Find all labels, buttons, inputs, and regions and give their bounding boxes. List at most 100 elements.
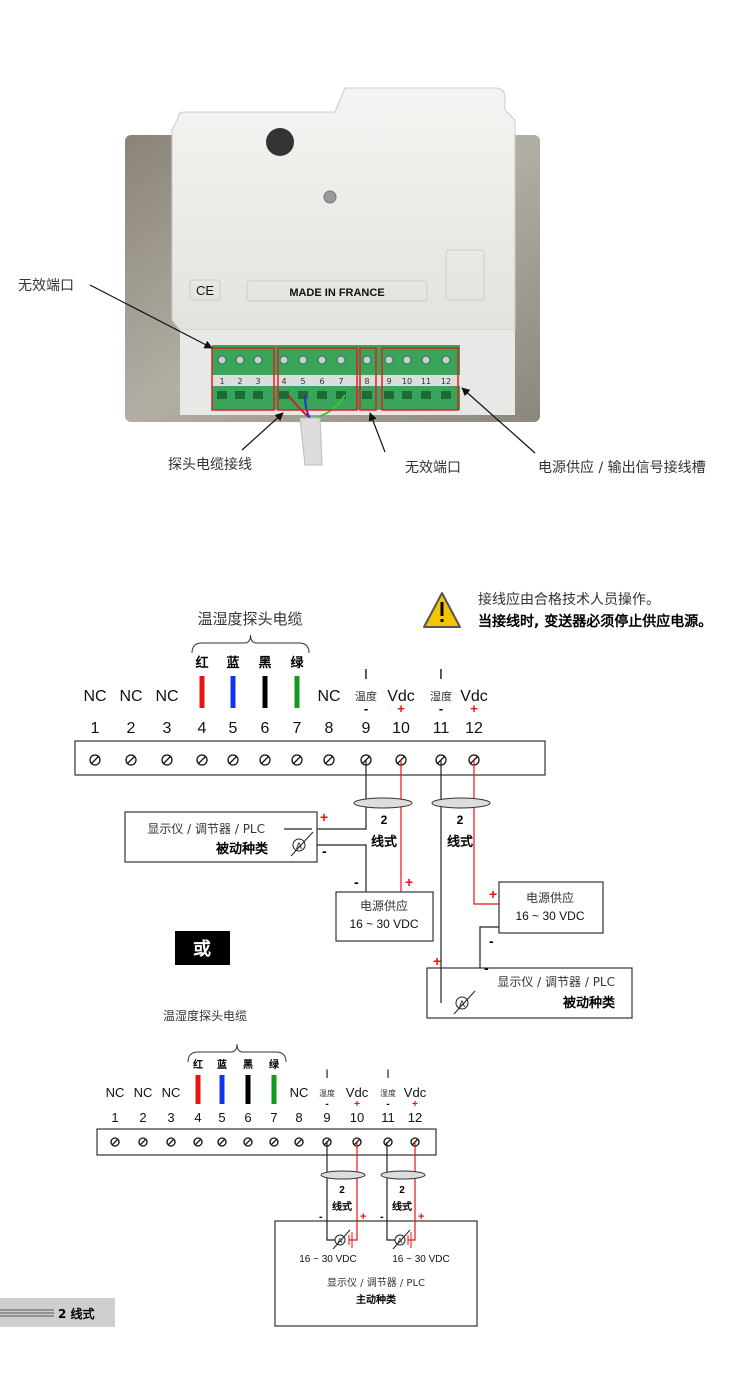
terminal-screw-icon [161,754,173,766]
terminal-number: 5 [218,1110,225,1125]
terminal-screw-icon [138,1137,148,1147]
wire-color-label: 绿 [290,655,304,671]
photo-terminal-number: 9 [386,377,391,386]
or-badge [175,931,230,965]
ammeter-icon: A [290,831,314,857]
two-label: 2 [457,813,464,827]
ce-mark [189,279,221,301]
photo-screw [421,355,431,365]
terminal-number: 4 [198,720,207,737]
photo-screw [362,355,372,365]
warning-block: 接线应由合格技术人员操作。 当接线时, 变送器必须停止供应电源。 [423,591,712,630]
vdc-label: Vdc [404,1085,427,1100]
terminal-screw-icon [294,1137,304,1147]
photo-terminal-number: 11 [421,377,431,386]
passive-type-label: 被动种类 [215,841,269,857]
minus-sign: - [322,843,327,859]
terminal-screw-icon [259,754,271,766]
cable-title: 温湿度探头电缆 [163,1008,247,1023]
terminal-number: 5 [229,720,238,737]
terminal-screw-icon [291,754,303,766]
wire-color-swatch [230,676,236,708]
photo-wire-slot [217,391,227,399]
display-label: 显示仪 / 调节器 / PLC [497,975,615,989]
warning-line-2: 当接线时, 变送器必须停止供应电源。 [478,613,712,630]
terminal-screw-icon [243,1137,253,1147]
plus-sign: + [320,809,328,825]
power-label: 电源供应 [526,890,574,905]
photo-screw [336,355,346,365]
minus-sign: - [484,960,489,976]
photo-terminal-number: 5 [300,377,305,386]
photo-wire-slot [362,391,372,399]
wire-color-swatch [245,1075,251,1104]
wire-color-label: 红 [195,655,208,671]
vdc-label: Vdc [460,688,488,705]
terminal-diagram-2: 温湿度探头电缆1NC2NC3NC4红5蓝6黑7绿8NC9I温度-10Vdc+11… [96,1008,437,1156]
housing [171,87,516,331]
made-in-france-text: MADE IN FRANCE [289,287,384,299]
photo-wire-slot [253,391,263,399]
terminal-number: 9 [362,720,371,737]
probe-cable [299,417,323,466]
nc-label: NC [119,688,142,705]
minus-sign: - [354,874,359,890]
terminal-number: 9 [323,1110,330,1125]
photo-wire-slot [384,391,394,399]
terminal-number: 12 [465,720,483,737]
photo-terminal-number: 7 [338,377,343,386]
highlight-boxes [211,347,459,411]
nc-label: NC [162,1085,181,1100]
terminal-screw-icon [323,754,335,766]
wire-color-swatch [199,676,205,708]
terminal-number: 7 [270,1110,277,1125]
humidity-label: 湿度 [380,1088,396,1098]
svg-text:A: A [296,841,302,851]
label-invalid-port-top: 无效端口 [18,278,74,294]
terminal-number: 10 [350,1110,364,1125]
voltage-label: 16 ~ 30 VDC [392,1254,450,1265]
wire-color-swatch [294,676,300,708]
power-label: 电源供应 [360,898,408,913]
nc-label: NC [317,688,340,705]
temperature-label: 温度 [319,1088,335,1098]
minus-sign: - [386,1099,389,1110]
photo-screw [217,355,227,365]
photo-screw [279,355,289,365]
photo-wire-slot [441,391,451,399]
terminal-screw-icon [166,1137,176,1147]
wire-color-label: 红 [193,1058,203,1071]
active-type-label: 主动种类 [356,1293,396,1306]
two-label: 2 [399,1185,405,1196]
footer-tab: 2 线式 [0,1298,115,1327]
photo-terminal-number: 3 [255,377,260,386]
terminal-number: 2 [139,1110,146,1125]
terminal-number: 8 [295,1110,302,1125]
cable-brace [187,1043,287,1063]
wire-color-swatch [262,676,268,708]
photo-wire-slot [336,391,346,399]
terminal-number: 7 [293,720,302,737]
minus-sign: - [325,1099,328,1110]
power-supply-box-2 [498,881,604,934]
plus-sign: + [433,953,441,969]
vdc-label: Vdc [387,688,415,705]
minus-sign: - [439,701,443,716]
display-box-passive-1 [124,811,318,863]
terminal-screw-icon [193,1137,203,1147]
nc-label: NC [106,1085,125,1100]
plus-sign: + [412,1099,418,1110]
wire-color-label: 蓝 [226,655,239,671]
terminal-number: 3 [167,1110,174,1125]
wire-color-label: 黑 [258,656,271,671]
photo-screw [298,355,308,365]
cable-title: 温湿度探头电缆 [197,610,302,628]
photo-terminal-number: 4 [281,377,286,386]
current-i-label: I [439,666,443,683]
minus-sign: - [364,701,368,716]
photo-terminal-number: 6 [319,377,324,386]
wiring-diagram-1: 2 线式 2 线式 显示仪 / 调节器 / PLC 被动种类 A + - 电源供… [124,760,633,1019]
terminal-number: 3 [163,720,172,737]
voltage-label: 16 ~ 30 VDC [349,917,418,931]
